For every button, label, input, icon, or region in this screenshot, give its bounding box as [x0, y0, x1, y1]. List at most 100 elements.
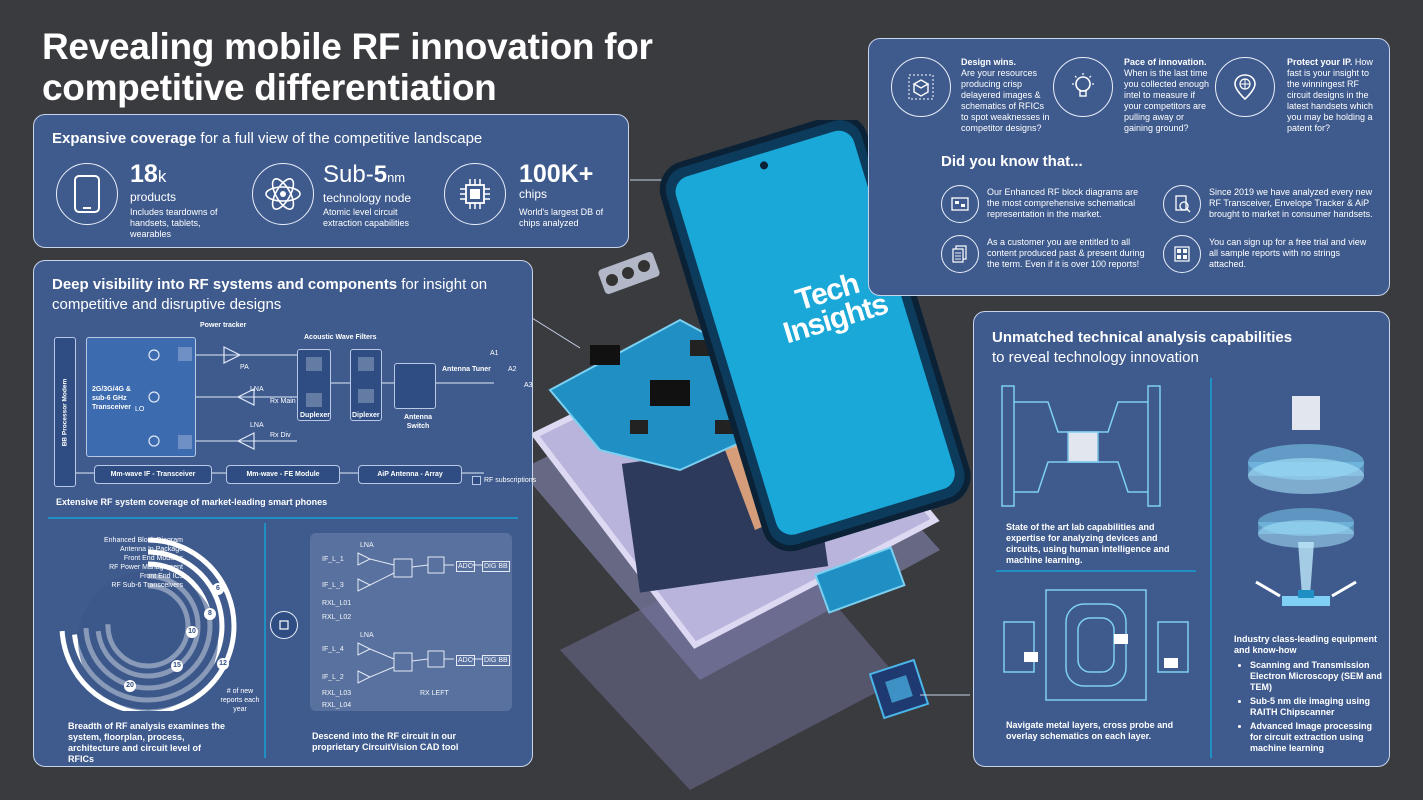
mmwave-if-block: Mm-wave IF - Transceiver [94, 465, 212, 484]
visibility-panel: Deep visibility into RF systems and comp… [33, 260, 536, 767]
analysis-heading: Unmatched technical analysis capabilitie… [992, 329, 1293, 366]
did-you-know-heading: Did you know that... [941, 153, 1083, 170]
ring-number: 12 [217, 658, 229, 670]
circuit-rxl-l02: RXL_L02 [322, 614, 352, 621]
pa-label: PA [240, 364, 249, 371]
stat-node-desc: Atomic level circuit extraction capabili… [323, 207, 410, 228]
rings-note: # of new reports each year [220, 688, 260, 713]
analysis-divider-vertical [1210, 378, 1212, 758]
rf-subscriptions-swatch [472, 476, 481, 485]
analysis-panel: Unmatched technical analysis capabilitie… [973, 311, 1390, 767]
ring-number: 15 [171, 660, 183, 672]
ring-number: 10 [186, 626, 198, 638]
diplexer-label: Diplexer [352, 412, 380, 419]
circuit-caption: Descend into the RF circuit in our propr… [312, 731, 459, 752]
lightbulb-icon [1053, 57, 1113, 117]
diagram-icon [941, 185, 979, 223]
equipment-section: Industry class-leading equipment and kno… [1234, 634, 1386, 757]
rf-subscriptions-legend: RF subscriptions [484, 477, 537, 484]
phone-screen [675, 130, 955, 535]
phone-icon [56, 163, 118, 225]
card-pace-of-innovation: Pace of innovation. When is the last tim… [1124, 57, 1210, 133]
antenna-switch-label: Antenna Switch [404, 414, 432, 430]
equipment-bullet: Advanced Image processing for circuit ex… [1250, 721, 1386, 754]
stat-node: Sub-5nm technology node [323, 161, 412, 206]
diplexer-block [350, 349, 382, 421]
fact-block-diagrams: Our Enhanced RF block diagrams are the m… [987, 187, 1139, 219]
magnifier-icon [1163, 185, 1201, 223]
rx-main-label: Rx Main [270, 398, 296, 405]
circuit-adc-1: ADC [456, 561, 475, 572]
back-cover-shadow [560, 540, 900, 790]
circuit-dig-bb-1: DIG BB [482, 561, 510, 572]
page-title: Revealing mobile RF innovation for compe… [42, 26, 653, 108]
stat-products: 18k products [130, 160, 177, 204]
circuit-rxl-l04: RXL_L04 [322, 702, 352, 709]
lo-label: LO [135, 406, 145, 413]
vertical-divider [264, 523, 266, 758]
circuit-if-l3: IF_L_3 [322, 582, 344, 589]
circuit-rxl-l03: RXL_L03 [322, 690, 352, 697]
card-design-wins: Design wins. Are your resources producin… [961, 57, 1050, 133]
rings-caption: Breadth of RF analysis examines the syst… [68, 721, 226, 764]
rf-block-diagram: BB Processor Modem 2G/3G/4G & sub-6 GHz … [54, 322, 536, 498]
chip-icon [444, 163, 506, 225]
mmwave-fe-block: Mm-wave - FE Module [226, 465, 340, 484]
lna-label-1: LNA [250, 386, 264, 393]
exploded-phone-illustration [520, 120, 971, 790]
circuit-if-l4: IF_L_4 [322, 646, 344, 653]
atom-icon [252, 163, 314, 225]
ring-number: 20 [124, 680, 136, 692]
circuit-lna-2: LNA [360, 632, 374, 639]
reports-rings-chart [59, 537, 237, 711]
metal-caption: Navigate metal layers, cross probe and o… [1006, 720, 1174, 741]
electron-microscope-illustration [1248, 396, 1364, 606]
analysis-divider-horizontal [996, 570, 1196, 572]
circuit-rx-left: RX LEFT [420, 690, 449, 697]
pcb-chip-1 [590, 345, 620, 365]
rings-labels: Enhanced Block Diagram Antenna In Packag… [104, 537, 183, 589]
circuit-schematic: LNA LNA IF_L_1 IF_L_3 RXL_L01 RXL_L02 IF… [310, 533, 512, 711]
duplexer-block [297, 349, 331, 421]
card-protect-ip: Protect your IP. How fast is your insigh… [1287, 57, 1374, 133]
section-divider [48, 517, 518, 519]
bb-modem-block: BB Processor Modem [54, 337, 76, 487]
fact-analyzed-since-2019: Since 2019 we have analyzed every new RF… [1209, 187, 1373, 219]
antenna-switch-block [394, 363, 436, 409]
fact-customer-content: As a customer you are entitled to all co… [987, 237, 1145, 269]
insights-panel: Design wins. Are your resources producin… [868, 38, 1390, 296]
circuit-if-l2: IF_L_2 [322, 674, 344, 681]
rf-diagram-caption: Extensive RF system coverage of market-l… [56, 497, 328, 507]
coverage-heading: Expansive coverage for a full view of th… [52, 130, 483, 147]
circuit-lna-1: LNA [360, 542, 374, 549]
pcb-chip-2 [650, 380, 690, 406]
metal-layers-illustration [1003, 589, 1189, 701]
transceiver-label: 2G/3G/4G & sub-6 GHz Transceiver [92, 386, 131, 411]
duplexer-label: Duplexer [300, 412, 330, 419]
acoustic-filters-label: Acoustic Wave Filters [304, 334, 377, 341]
stat-products-desc: Includes teardowns of handsets, tablets,… [130, 207, 218, 239]
secondary-pcb [814, 546, 906, 614]
ring-number: 8 [204, 608, 216, 620]
circuit-lines [357, 552, 482, 684]
power-tracker-label: Power tracker [200, 322, 247, 329]
a2-label: A2 [508, 366, 517, 373]
aip-block: AiP Antenna - Array [358, 465, 462, 484]
coverage-panel: Expansive coverage for a full view of th… [33, 114, 629, 248]
a1-label: A1 [490, 350, 499, 357]
equipment-bullet: Sub-5 nm die imaging using RAITH Chipsca… [1250, 696, 1386, 718]
lab-equipment-illustration [1001, 385, 1161, 507]
ring-number: 6 [212, 583, 224, 595]
fact-free-trial: You can sign up for a free trial and vie… [1209, 237, 1367, 269]
circuit-adc-2: ADC [456, 655, 475, 666]
visibility-heading: Deep visibility into RF systems and comp… [52, 276, 488, 313]
equipment-bullet: Scanning and Transmission Electron Micro… [1250, 660, 1386, 693]
documents-icon [941, 235, 979, 273]
report-icon [1163, 235, 1201, 273]
rx-div-label: Rx Div [270, 432, 291, 439]
lab-caption: State of the art lab capabilities and ex… [1006, 522, 1170, 565]
magnifier-chip-icon [270, 611, 298, 639]
globe-pin-icon [1215, 57, 1275, 117]
stat-chips: 100K+ chips [519, 160, 594, 201]
circuit-rxl-l01: RXL_L01 [322, 600, 352, 607]
